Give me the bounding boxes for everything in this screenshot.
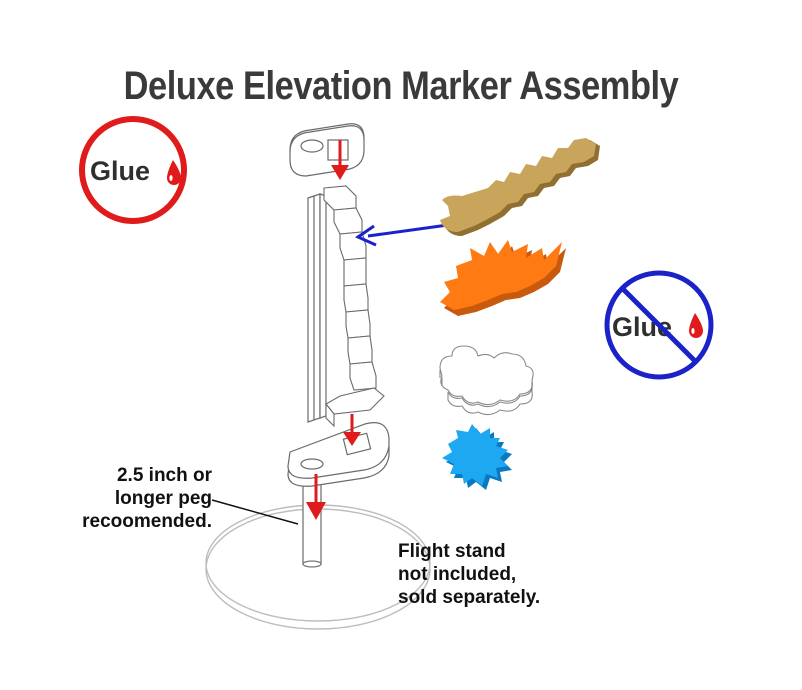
wrench-token-icon [440,138,600,236]
peg-leader-line [211,499,299,525]
glue-drop-icon [167,160,181,185]
hex-chain [323,185,385,428]
stand-note: Flight stand not included, sold separate… [398,540,598,609]
arrow-bottom [306,474,326,520]
arrow-top [331,140,349,180]
stand-note-line-3: sold separately. [398,587,541,608]
page-title: Deluxe Elevation Marker Assembly [123,64,679,108]
blue-arrow [354,222,456,247]
glue-badge-label: Glue [90,156,150,186]
peg-note-line-2: longer peg [114,488,212,509]
column-post [307,193,327,423]
glue-badge: Glue [79,116,187,224]
stand-note-line-1: Flight stand [398,541,506,562]
flame-token-icon [440,240,566,316]
arrow-middle [343,414,361,446]
no-glue-sign-icon: Glue [604,270,714,380]
red-arrows [306,140,361,520]
peg-note: 2.5 inch or longer peg recoomended. [40,464,212,533]
peg-note-line-1: 2.5 inch or [116,465,212,486]
stand-note-line-2: not included, [398,564,517,585]
top-socket-piece [289,123,365,177]
glue-drop-icon [689,313,703,338]
cloud-token-icon [439,345,534,416]
splash-token-icon [442,424,512,490]
peg-note-line-3: recoomended. [82,511,212,532]
bottom-socket-piece [287,422,390,487]
